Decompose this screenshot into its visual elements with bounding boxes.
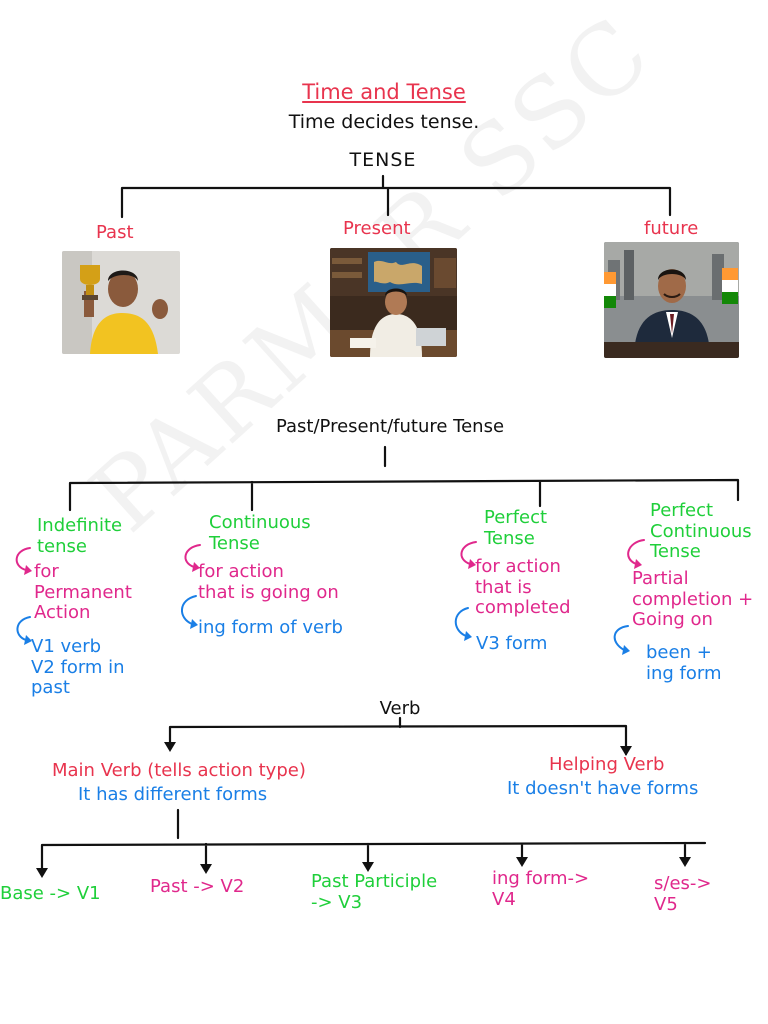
verb-form-v1: Base -> V1 [0,883,101,904]
aspect-connector [68,445,740,512]
page-subtitle: Time decides tense. [288,111,480,133]
aspect-perfect-continuous-use: Partial completion + Going on [632,568,754,631]
arrowhead [200,864,212,874]
main-verb-note: It has different forms [78,784,268,805]
aspect-perfect-continuous-form: been + ing form [646,642,722,684]
arrowhead [679,857,691,867]
aspect-continuous-form: ing form of verb [198,617,343,638]
verb-form-v2: Past -> V2 [150,876,245,897]
aspect-perfect-form: V3 form [476,633,548,654]
curved-arrow-icon [454,607,469,637]
curved-arrow-icon [184,544,201,568]
businessman-with-flag-image [604,242,739,358]
student-studying-image [330,248,457,357]
boy-with-trophy-image [62,251,180,354]
branch-present-label: Present [343,218,411,239]
page-title: Time and Tense [302,80,466,104]
tense-root-label: TENSE [349,149,417,171]
aspect-perfect-continuous-name: Perfect Continuous Tense [650,500,752,563]
curved-arrow-icon [181,595,197,625]
curved-arrow-icon [16,616,31,641]
aspect-indefinite-use: for Permanent Action [34,561,132,624]
arrowhead [516,857,528,867]
arrowhead [164,742,176,752]
arrowhead [36,868,48,878]
arrowhead [620,746,632,756]
curved-arrow-icon [460,541,477,565]
tense-connector [120,174,672,219]
curved-arrow-icon [15,547,31,571]
aspect-continuous-use: for action that is going on [198,561,339,603]
curved-arrow-icon [627,539,645,565]
aspect-perfect-use: for action that is completed [475,556,571,619]
branch-future-label: future [644,218,699,239]
helping-verb-title: Helping Verb [549,754,665,775]
aspect-indefinite-name: Indefinite tense [37,515,123,557]
aspect-indefinite-form: V1 verb V2 form in past [31,636,125,699]
arrowhead [362,862,374,872]
aspect-root-label: Past/Present/future Tense [275,416,505,437]
verb-form-v3: Past Participle -> V3 [311,871,438,913]
aspect-continuous-name: Continuous Tense [209,512,311,554]
verb-form-v4: ing form-> V4 [492,868,590,910]
verb-form-v5: s/es-> V5 [654,873,712,915]
curved-arrow-icon [613,625,629,651]
branch-past-label: Past [96,222,134,243]
main-verb-title: Main Verb (tells action type) [52,760,306,781]
verb-root-label: Verb [379,698,421,719]
verb-connector [168,716,628,756]
forms-connector [40,841,707,876]
aspect-perfect-name: Perfect Tense [484,507,548,549]
helping-verb-note: It doesn't have forms [507,778,699,799]
